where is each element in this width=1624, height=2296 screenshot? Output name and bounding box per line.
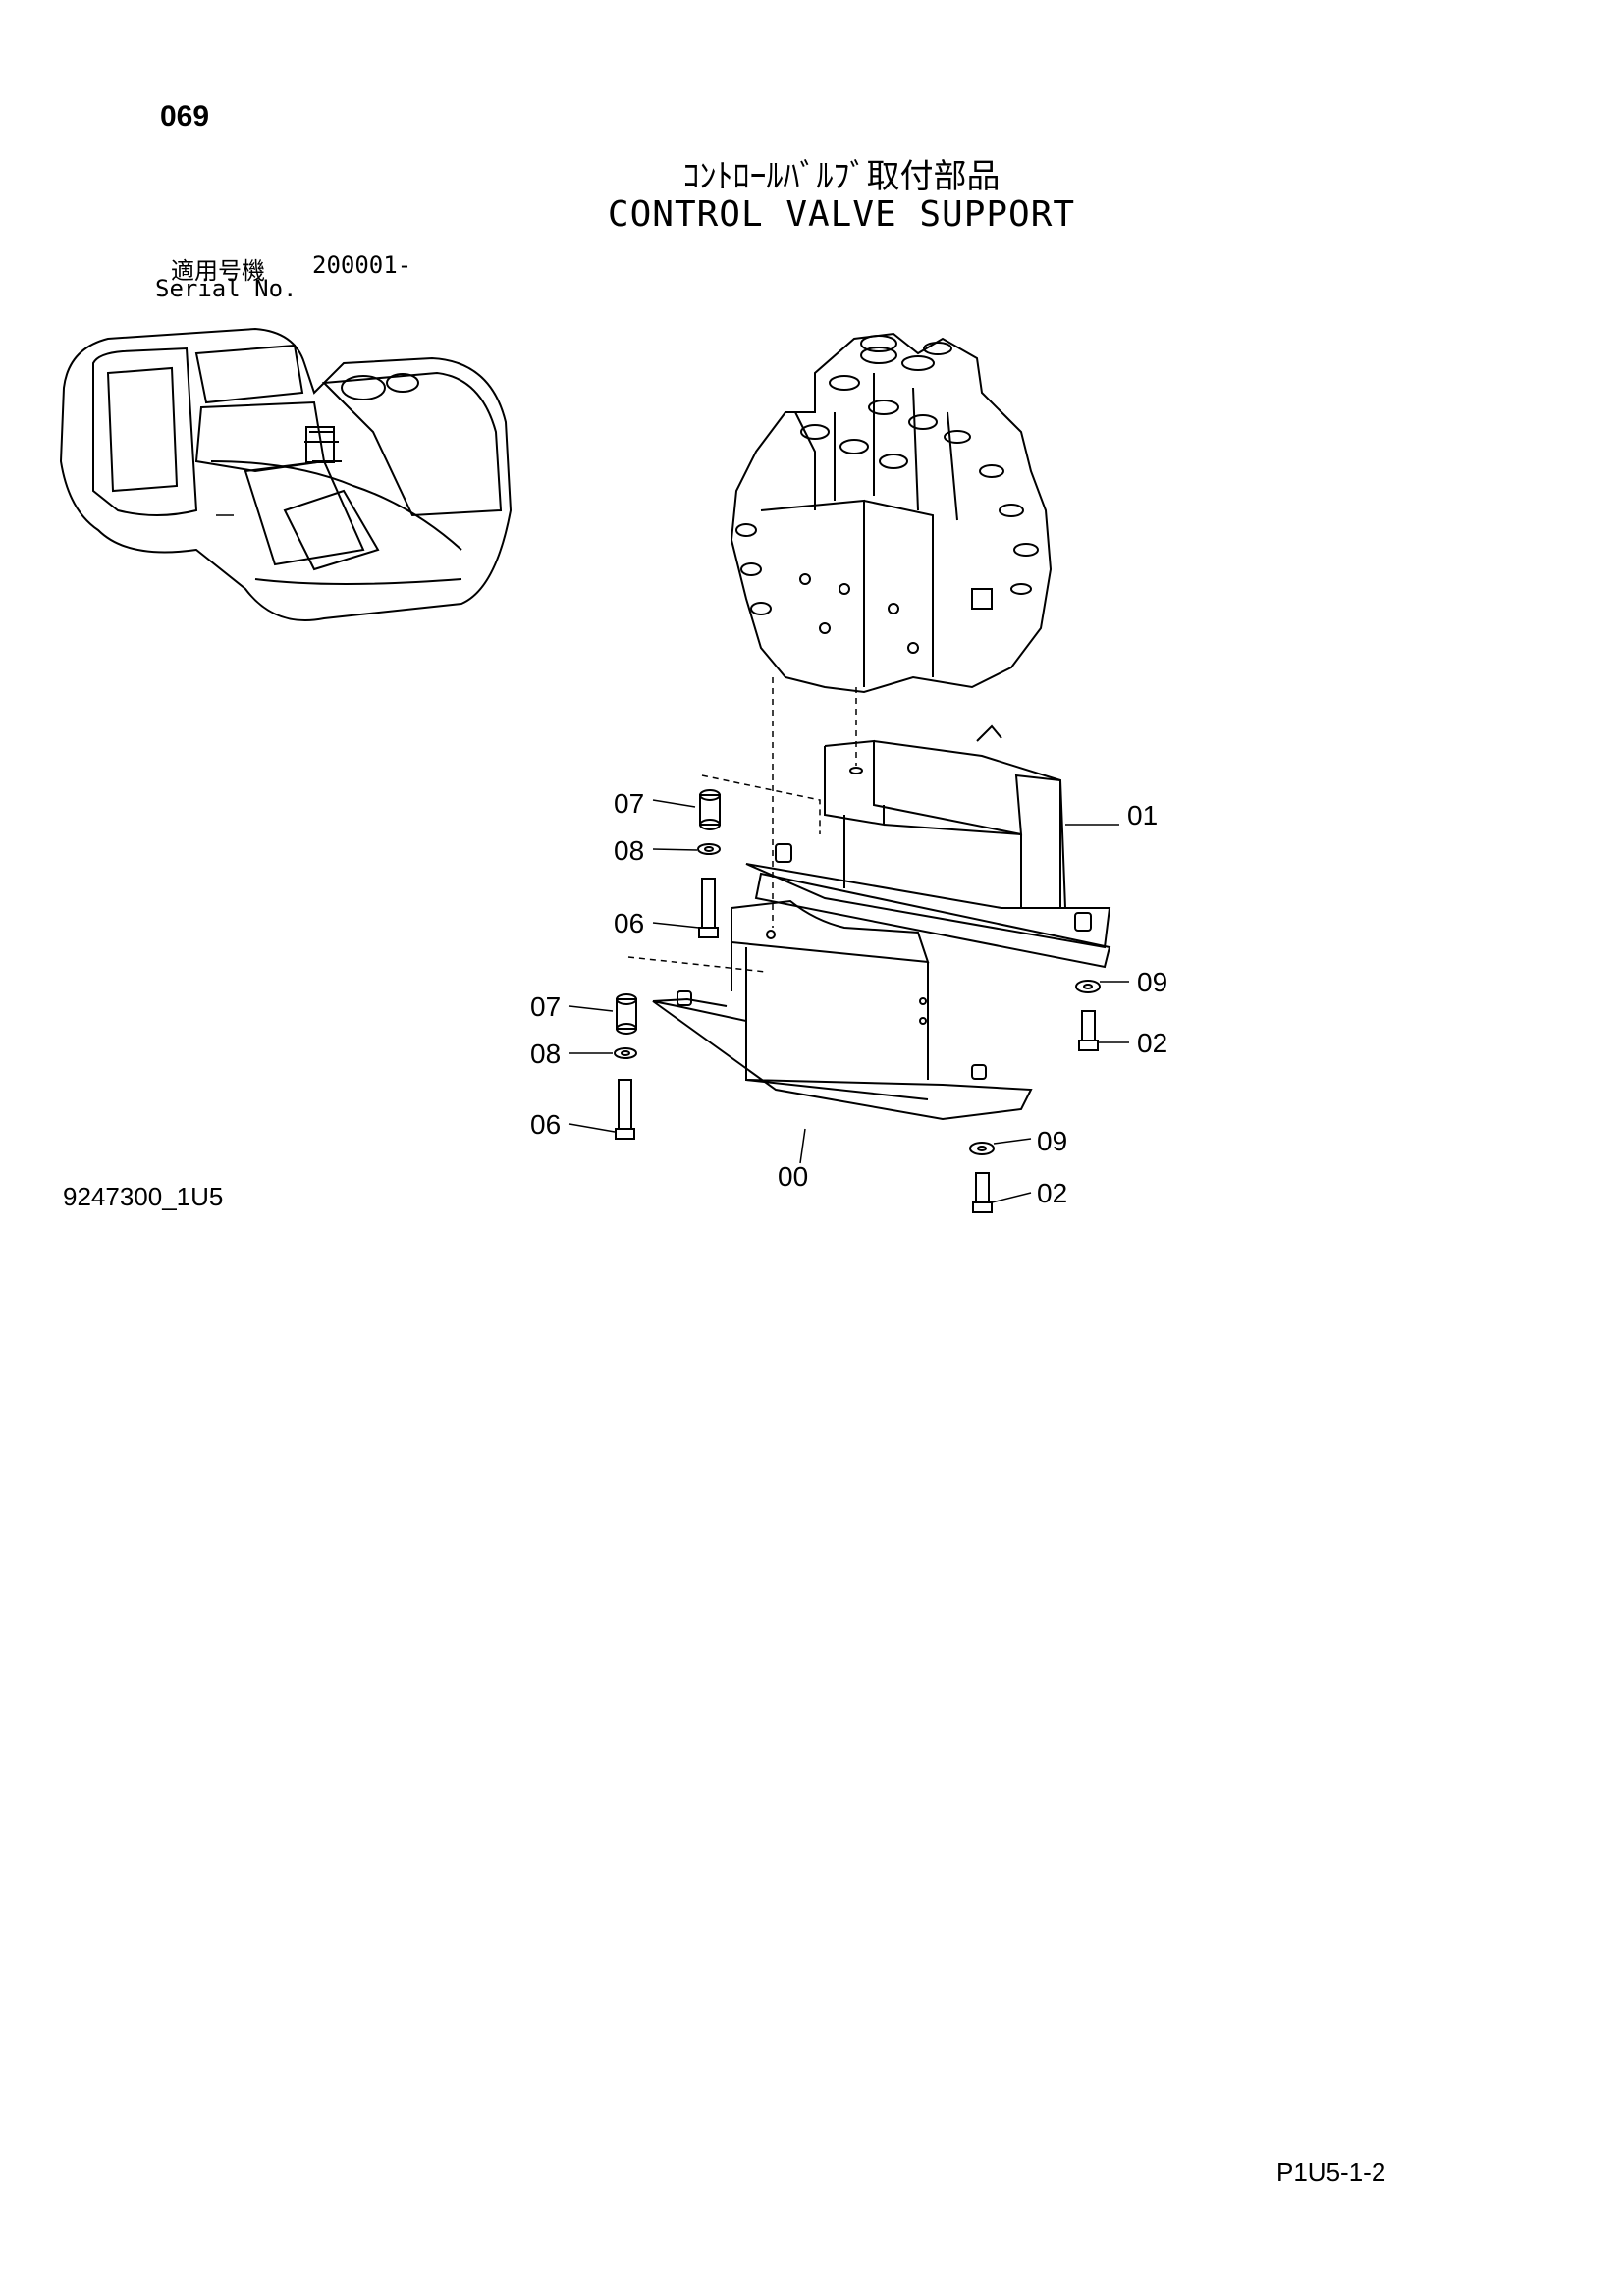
- excavator-overview-icon: [59, 327, 513, 621]
- callout-09a: 09: [1137, 967, 1167, 997]
- callout-09b: 09: [1037, 1126, 1067, 1156]
- callout-08b: 08: [530, 1039, 561, 1069]
- callout-07b: 07: [530, 991, 561, 1022]
- bracket-00: [652, 899, 1033, 1121]
- callout-00: 00: [778, 1161, 808, 1192]
- callout-02a: 02: [1137, 1028, 1167, 1058]
- alignment-lines: [627, 677, 857, 973]
- callout-02b: 02: [1037, 1178, 1067, 1208]
- title-english: CONTROL VALVE SUPPORT: [607, 194, 1076, 235]
- leader-lines: [568, 799, 1129, 1203]
- hardware-upper: [697, 789, 721, 938]
- callout-01: 01: [1127, 800, 1158, 830]
- callout-07a: 07: [614, 788, 644, 819]
- serial-label-english: Serial No.: [155, 275, 298, 302]
- page-number: 069: [160, 100, 210, 133]
- callout-06a: 06: [614, 908, 644, 938]
- footer-page-code: P1U5-1-2: [1276, 2158, 1386, 2187]
- drawing-id: 9247300_1U5: [63, 1182, 224, 1211]
- callout-06b: 06: [530, 1109, 561, 1140]
- control-valve-icon: [730, 332, 1053, 694]
- callout-08a: 08: [614, 835, 644, 866]
- serial-value: 200001-: [312, 251, 412, 279]
- hardware-lower: [614, 980, 1101, 1213]
- bracket-01: [745, 724, 1111, 969]
- serial-label-japanese: 適用号機: [171, 257, 265, 285]
- title-japanese: ｺﾝﾄﾛｰﾙﾊﾞﾙﾌﾞ取付部品: [682, 157, 1001, 196]
